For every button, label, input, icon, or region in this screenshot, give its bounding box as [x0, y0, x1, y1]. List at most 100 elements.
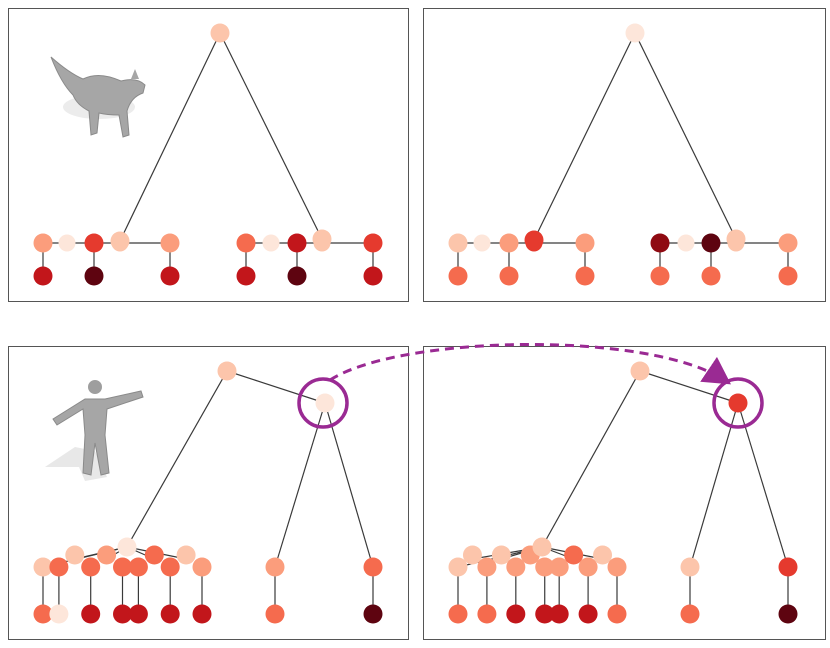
tree-node: [473, 234, 491, 252]
tree-node: [448, 604, 468, 624]
tree-node: [701, 233, 721, 253]
tree-node: [315, 393, 335, 413]
panel-cat-tree-left: [8, 8, 409, 302]
tree-node: [265, 557, 285, 577]
tree-node: [49, 604, 69, 624]
tree-node: [506, 557, 526, 577]
tree-node: [236, 233, 256, 253]
tree-node: [265, 604, 285, 624]
tree-node: [778, 266, 798, 286]
tree-node: [363, 233, 383, 253]
tree-node: [49, 557, 69, 577]
tree-svg-bl: [33, 361, 383, 624]
tree-edge: [324, 402, 374, 568]
tree-node: [535, 557, 555, 577]
tree-node: [680, 604, 700, 624]
human-mesh-icon: [45, 380, 144, 481]
tree-edge: [689, 402, 739, 568]
tree-node: [575, 266, 595, 286]
tree-node: [65, 545, 85, 565]
tree-node: [363, 266, 383, 286]
tree-node: [117, 537, 137, 557]
tree-node: [650, 266, 670, 286]
tree-node: [778, 557, 798, 577]
tree-root-node: [210, 23, 230, 43]
tree-root-node: [625, 23, 645, 43]
tree-node: [549, 557, 569, 577]
tree-node: [677, 234, 695, 252]
tree-node: [160, 604, 180, 624]
tree-node: [462, 545, 482, 565]
tree-node: [176, 545, 196, 565]
tree-node: [607, 604, 627, 624]
tree-node: [499, 233, 519, 253]
tree-node: [535, 604, 555, 624]
panel-human-tree-left: [8, 346, 409, 640]
tree-node: [192, 557, 212, 577]
tree-node: [262, 234, 280, 252]
tree-edge: [737, 402, 789, 568]
tree-node: [726, 229, 746, 249]
tree-edge: [533, 32, 636, 241]
tree-node: [33, 557, 53, 577]
panel-human-tree-right: [423, 346, 826, 640]
tree-node: [564, 545, 584, 565]
tree-svg-br: [448, 361, 798, 624]
tree-node: [650, 233, 670, 253]
tree-edge: [219, 32, 323, 240]
tree-node: [113, 557, 132, 577]
tree-node: [607, 557, 627, 577]
tree-node: [81, 557, 101, 577]
tree-edge: [634, 32, 737, 240]
tree-node: [477, 557, 497, 577]
tree-root-node: [217, 361, 237, 381]
tree-node: [778, 604, 798, 624]
tree-node: [192, 604, 212, 624]
tree-node: [160, 233, 180, 253]
tree-node: [160, 557, 180, 577]
tree-node: [33, 266, 53, 286]
tree-node: [236, 266, 256, 286]
tree-node: [593, 545, 613, 565]
tree-node: [448, 557, 468, 577]
tree-node: [84, 233, 104, 253]
tree-node: [287, 233, 307, 253]
tree-svg-tr: [448, 23, 798, 286]
tree-node: [113, 604, 132, 624]
tree-node: [363, 604, 383, 624]
tree-node: [448, 233, 468, 253]
tree-node: [575, 233, 595, 253]
tree-node: [491, 545, 511, 565]
tree-edge: [226, 370, 326, 404]
tree-node: [524, 230, 544, 250]
tree-node: [81, 604, 101, 624]
tree-edge: [126, 370, 228, 548]
tree-node: [728, 393, 748, 413]
tree-node: [549, 604, 569, 624]
tree-node: [128, 557, 148, 577]
panel-cat-tree-right: [423, 8, 826, 302]
tree-node: [33, 604, 53, 624]
tree-root-node: [630, 361, 650, 381]
tree-node: [532, 537, 552, 557]
tree-node: [448, 266, 468, 286]
tree-node: [128, 604, 148, 624]
tree-node: [287, 266, 307, 286]
tree-edge: [639, 370, 739, 404]
tree-edge: [541, 370, 641, 548]
tree-node: [58, 234, 76, 252]
tree-edge: [119, 32, 221, 242]
tree-node: [499, 266, 519, 286]
tree-edge: [274, 402, 326, 568]
tree-node: [778, 233, 798, 253]
tree-node: [84, 266, 104, 286]
tree-node: [363, 557, 383, 577]
tree-node: [701, 266, 721, 286]
tree-node: [144, 545, 164, 565]
tree-node: [33, 233, 53, 253]
tree-node: [97, 545, 117, 565]
tree-node: [578, 557, 598, 577]
tree-node: [680, 557, 700, 577]
cat-mesh-icon: [50, 56, 146, 138]
tree-svg-tl: [33, 23, 383, 286]
